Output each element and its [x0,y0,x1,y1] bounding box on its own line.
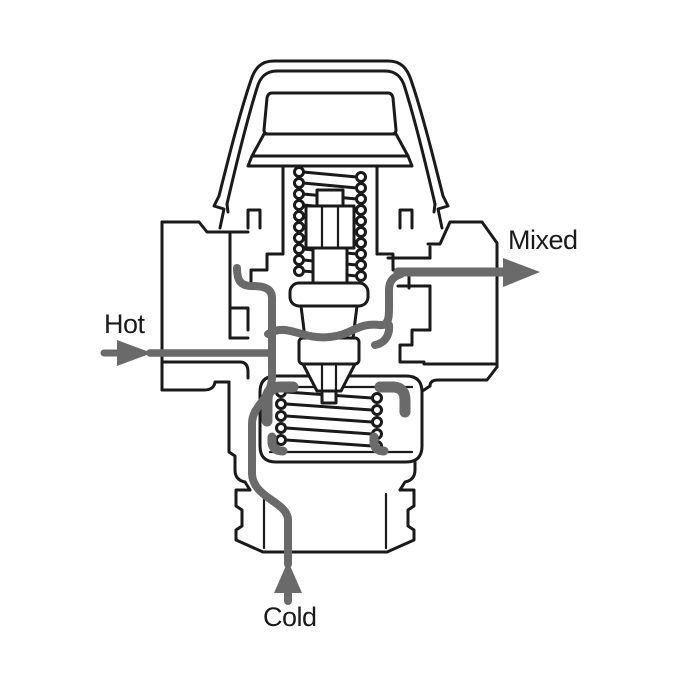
arrow-up-icon [274,561,302,593]
spindle-nut-facets [320,204,340,250]
spindle-assembly [304,188,356,285]
piston-tip [320,389,338,405]
mixed-outlet-port [386,220,499,388]
seal-top-right [374,381,411,418]
mixing-s-curve [264,270,405,342]
lower-spring-housing [258,374,424,464]
cap-inner-shell [225,69,437,214]
seal-bottom-left [267,432,288,456]
thermostat-cap [212,59,450,230]
chamber-step-left [228,306,250,332]
hot-flow [100,340,275,366]
cap-flange-lip [246,154,414,168]
cap-foot-right [398,208,414,230]
mixing-hook [371,321,394,349]
hot-label: Hot [104,309,146,339]
upper-spring-wire-right [355,171,367,282]
arrow-right-icon [117,340,152,366]
hot-inlet-port [160,220,250,392]
arrow-right-icon [503,258,540,287]
flow-paths [100,258,540,605]
cap-outer-shell [212,59,450,230]
spindle-top [315,188,345,208]
mixed-label: Mixed [508,225,578,255]
piston-plug-lines [320,364,338,391]
upper-spring-wire-left [293,166,305,277]
piston-assembly [288,281,370,405]
seal-bottom-right [369,432,389,456]
valve-body [160,220,499,554]
seat-steps-right [398,328,432,364]
knurl-grip-band [262,91,398,136]
cap-foot-left [246,208,262,230]
cold-label: Cold [263,602,317,632]
mixed-flow [264,258,540,349]
cap-flange [250,132,410,158]
waist-wall-left [227,380,252,492]
piston-collar [297,336,361,366]
piston-plug [301,362,357,393]
cold-port-bore [262,492,388,550]
piston-flange [288,281,370,308]
cold-inlet-port [234,488,416,554]
bonnet-step-left [249,252,285,290]
cold-flow-line [233,264,292,568]
spindle-nut [304,204,356,250]
spindle-stem [311,246,349,285]
cold-flow [233,264,302,605]
